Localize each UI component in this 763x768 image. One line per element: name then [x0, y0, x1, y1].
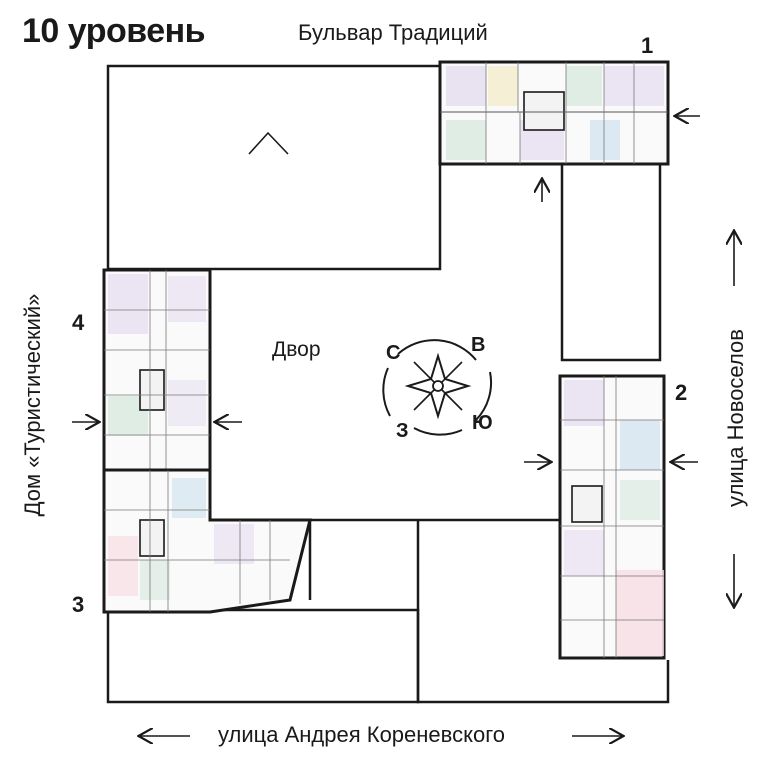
- parking-roof-icon: [248, 131, 289, 155]
- compass-rose-icon: [382, 339, 493, 436]
- section-number-1: 1: [641, 33, 654, 58]
- bottom-left-block: [106, 608, 420, 704]
- parking-block: [106, 64, 442, 271]
- compass-north-label: С: [386, 342, 401, 364]
- level-title: 10 уровень: [22, 12, 206, 50]
- section-3-floorplan[interactable]: [102, 468, 312, 614]
- courtyard-label: Двор: [272, 338, 321, 361]
- compass-east-label: В: [471, 334, 486, 356]
- section-number-4: 4: [72, 310, 85, 335]
- bottom-right-block: [416, 520, 670, 704]
- section-2-floorplan[interactable]: [558, 374, 666, 660]
- section-number-3: 3: [72, 592, 85, 617]
- section-1-floorplan[interactable]: [438, 60, 670, 166]
- street-label-top: Бульвар Традиций: [298, 20, 488, 45]
- courtyard-outline: [208, 270, 562, 522]
- section-4-floorplan[interactable]: [102, 268, 212, 472]
- compass-west-label: З: [396, 420, 409, 442]
- right-column-block: [560, 162, 662, 362]
- street-label-bottom: улица Андрея Кореневского: [218, 722, 505, 747]
- section-number-2: 2: [675, 380, 688, 405]
